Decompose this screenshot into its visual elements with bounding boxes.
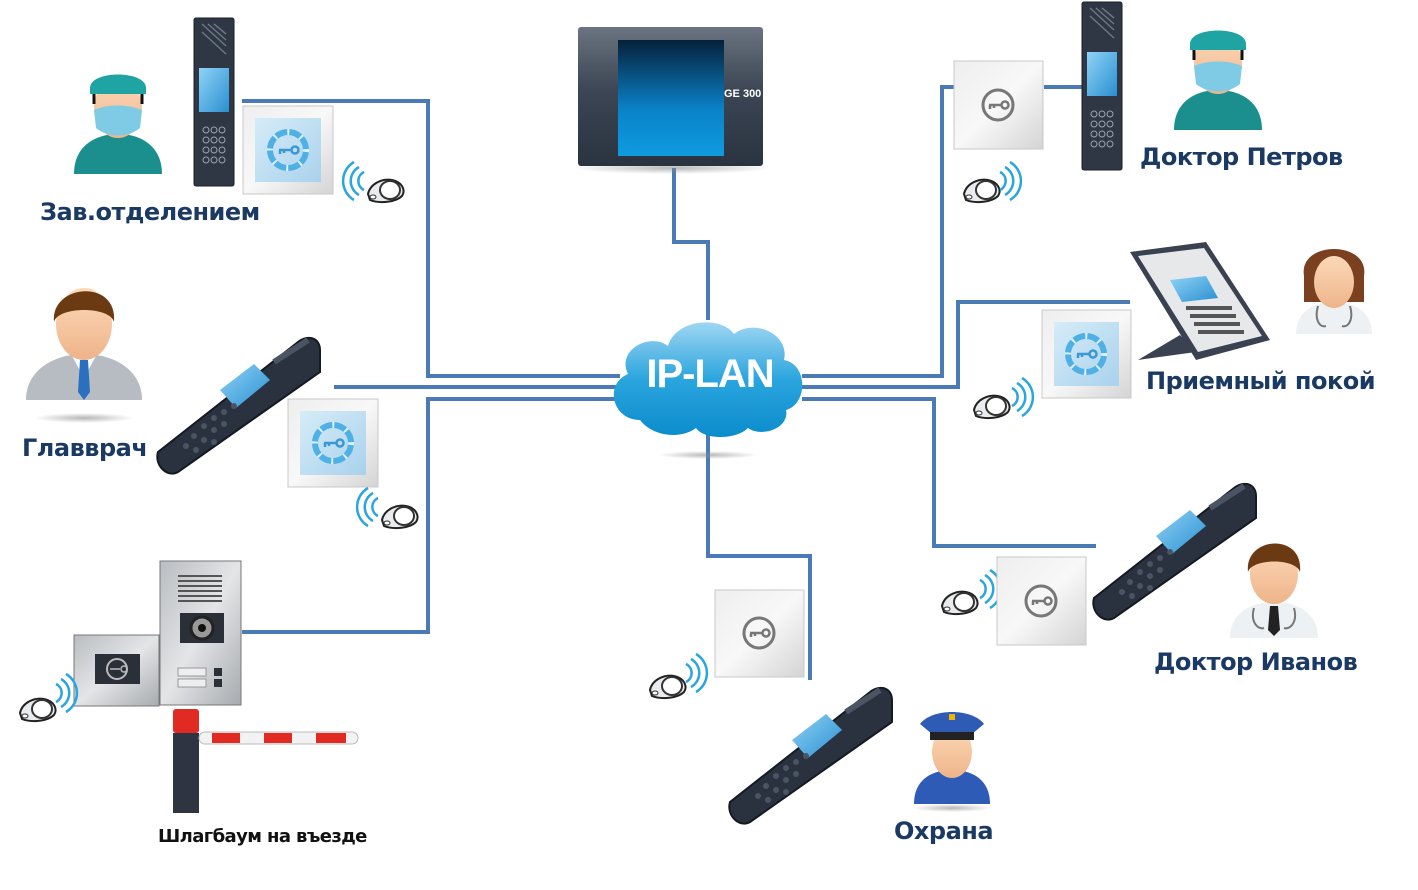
button-label-office	[177, 667, 207, 677]
key-reader-icon	[996, 556, 1087, 646]
key-reader-icon	[1041, 309, 1132, 399]
station-entrance-barrier[interactable]	[19, 560, 359, 813]
rfid-tag-icon	[355, 486, 419, 530]
key-reader-icon	[953, 60, 1044, 150]
businessman-avatar-icon	[26, 288, 142, 423]
wall-intercom-icon	[193, 17, 235, 187]
nurse-avatar-icon	[1296, 249, 1372, 334]
rfid-tag-icon	[649, 652, 709, 700]
cable-head-of-department	[242, 99, 620, 378]
key-reader-icon	[287, 398, 379, 488]
station-doctor-ivanov[interactable]	[941, 484, 1318, 646]
button-label-garage	[177, 678, 207, 688]
rfid-tag-icon	[973, 376, 1035, 420]
handset-icon	[1093, 484, 1256, 620]
server-ge300[interactable]	[572, 27, 772, 174]
server-screen	[618, 40, 724, 156]
desk-intercom-icon	[1130, 242, 1270, 360]
label-reception: Приемный покой	[1146, 367, 1376, 395]
rfid-tag-icon	[941, 568, 1003, 616]
label-doctor-ivanov: Доктор Иванов	[1154, 648, 1358, 676]
ip-lan-cloud[interactable]	[613, 322, 803, 459]
cable-security	[706, 430, 812, 680]
rfid-tag-icon	[19, 672, 79, 723]
surgeon-avatar-icon	[72, 73, 164, 176]
station-head-of-department[interactable]	[72, 17, 405, 204]
cable-doctor-petrov	[802, 85, 1082, 378]
key-reader-icon	[242, 105, 334, 195]
handset-icon	[729, 688, 892, 824]
surgeon-avatar-icon	[1172, 29, 1264, 132]
label-entrance-barrier: Шлагбаум на въезде	[158, 826, 367, 847]
wall-intercom-icon	[1081, 1, 1123, 171]
network-label: IP-LAN	[646, 352, 774, 396]
guard-avatar-icon	[912, 712, 992, 812]
station-doctor-petrov[interactable]	[953, 1, 1264, 204]
rfid-tag-icon	[341, 160, 405, 204]
station-chief-physician[interactable]	[26, 288, 419, 530]
label-security: Охрана	[894, 817, 994, 845]
door-station-icon	[159, 560, 242, 706]
server-model-label: GE 300	[724, 88, 762, 100]
label-doctor-petrov: Доктор Петров	[1140, 143, 1343, 171]
station-security[interactable]	[649, 589, 992, 824]
key-reader-icon	[714, 589, 805, 678]
cloud-icon	[613, 322, 803, 437]
cable-doctor-ivanov	[802, 397, 1096, 548]
network-cables	[242, 85, 1130, 680]
outdoor-key-reader-icon	[73, 634, 160, 707]
station-reception[interactable]	[973, 242, 1372, 420]
rfid-tag-icon	[963, 160, 1023, 204]
label-head-of-department: Зав.отделением	[40, 198, 260, 226]
barrier-gate-icon	[173, 709, 359, 813]
doctor-avatar-icon	[1230, 543, 1318, 638]
label-chief-physician: Главврач	[22, 434, 148, 462]
cable-server	[672, 168, 710, 320]
cable-entrance-barrier	[242, 397, 620, 634]
cable-reception	[802, 300, 1130, 389]
